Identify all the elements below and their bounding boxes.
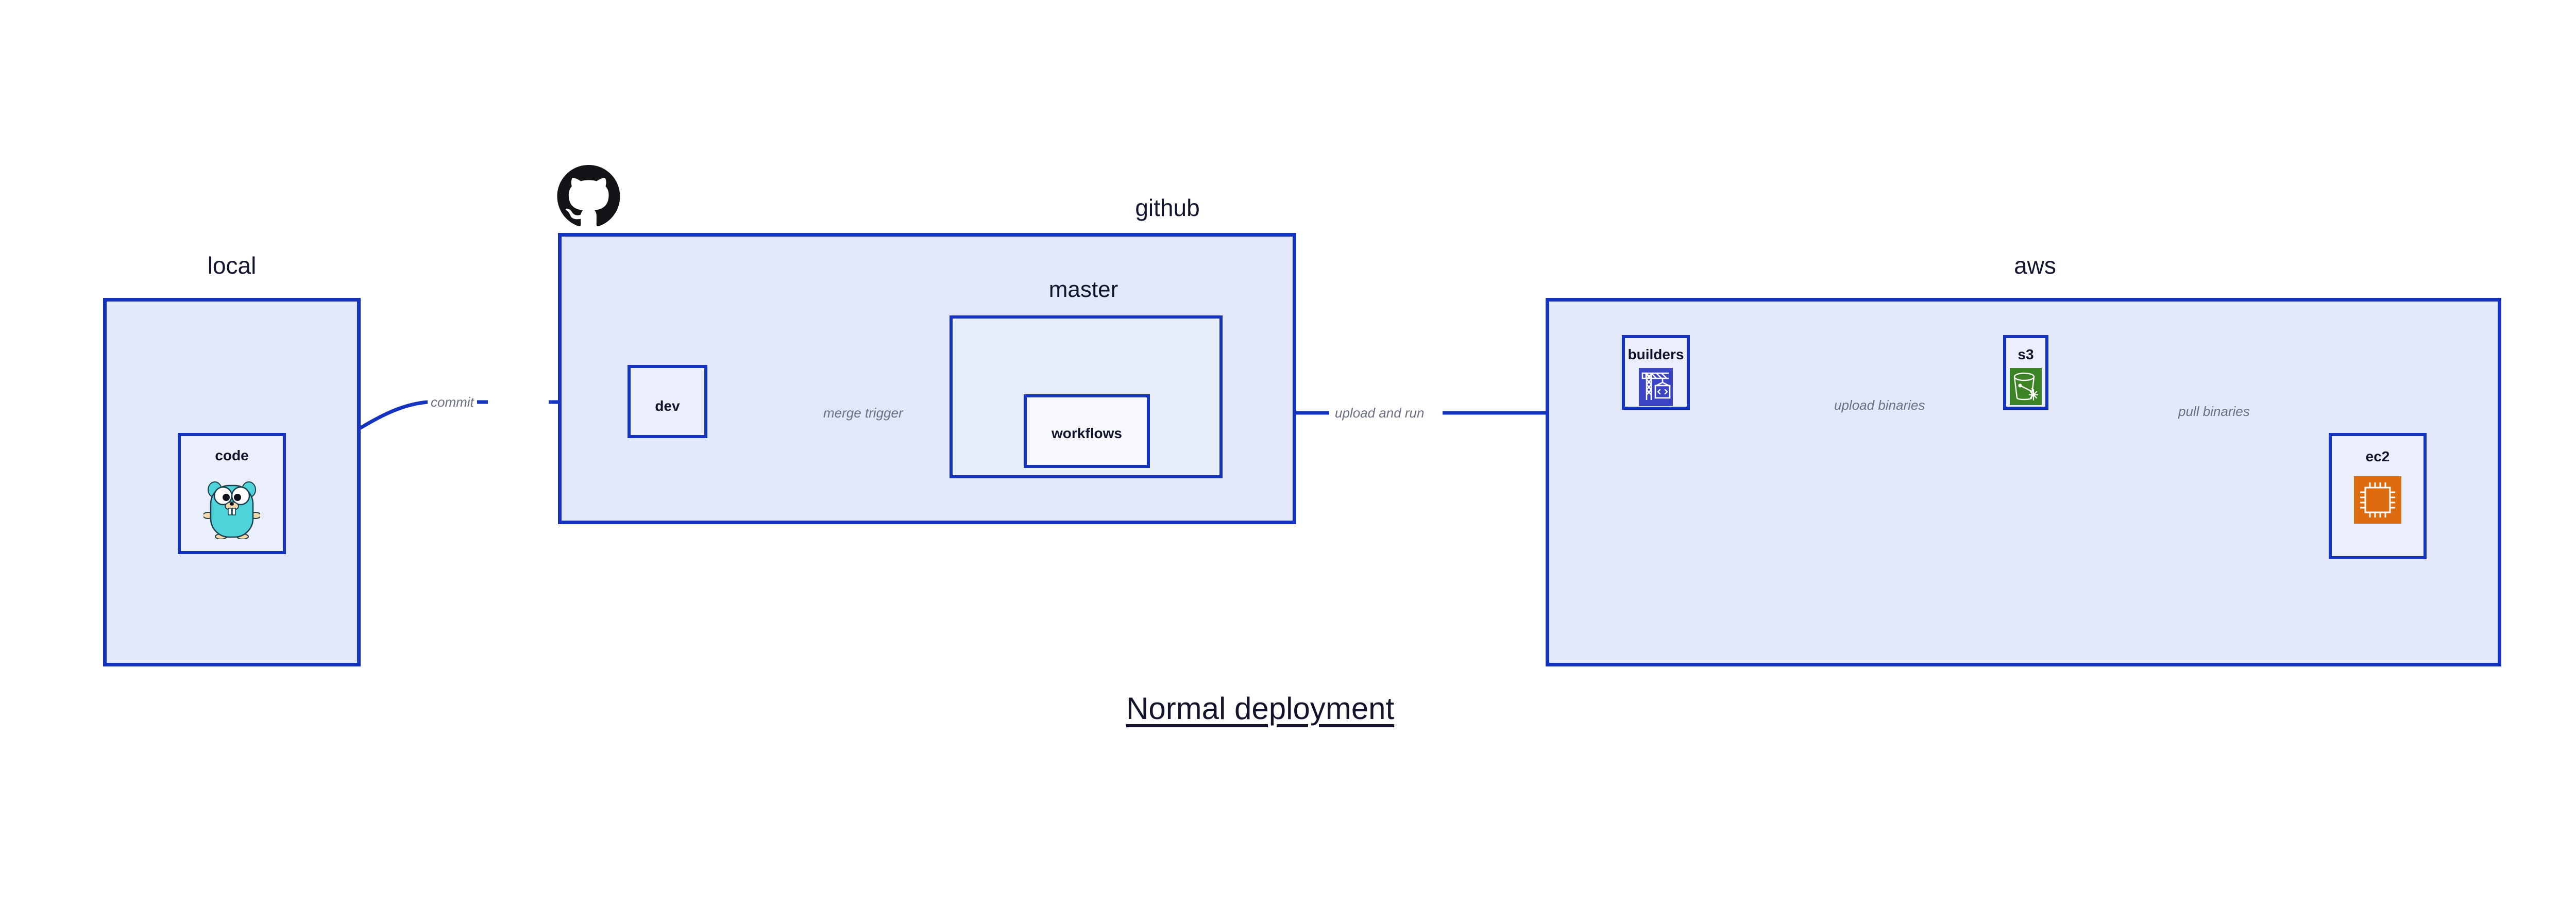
edge-label-upload-binaries: upload binaries — [1831, 398, 1928, 412]
node-workflows[interactable]: workflows — [1024, 394, 1150, 468]
node-label-code: code — [215, 447, 249, 463]
go-gopher-icon — [204, 481, 260, 539]
edge-label-upload-and-run: upload and run — [1332, 406, 1428, 420]
group-title-github: github — [1135, 194, 1200, 221]
node-code[interactable]: code — [178, 433, 286, 554]
edge-label-merge-trigger: merge trigger — [820, 406, 906, 420]
group-title-aws: aws — [2014, 252, 2056, 279]
aws-ec2-chip-icon — [2354, 476, 2401, 524]
node-label-dev: dev — [655, 398, 680, 414]
node-label-s3: s3 — [2018, 346, 2034, 362]
node-builders[interactable]: builders — [1622, 335, 1690, 410]
node-label-ec2: ec2 — [2365, 448, 2390, 464]
node-ec2[interactable]: ec2 — [2329, 433, 2427, 559]
diagram-caption: Normal deployment — [1126, 691, 1395, 726]
node-s3[interactable]: s3 — [2003, 335, 2048, 410]
node-label-workflows: workflows — [1052, 425, 1122, 441]
aws-s3-bucket-icon — [2010, 368, 2042, 405]
edge-label-pull-binaries: pull binaries — [2175, 405, 2253, 418]
aws-codebuild-crane-icon — [1639, 368, 1673, 406]
node-dev[interactable]: dev — [628, 365, 707, 438]
group-title-local: local — [207, 252, 257, 279]
github-octocat-logo — [557, 165, 620, 226]
node-label-builders: builders — [1628, 346, 1684, 362]
edge-label-commit: commit — [428, 395, 477, 409]
group-title-master: master — [1048, 277, 1118, 302]
